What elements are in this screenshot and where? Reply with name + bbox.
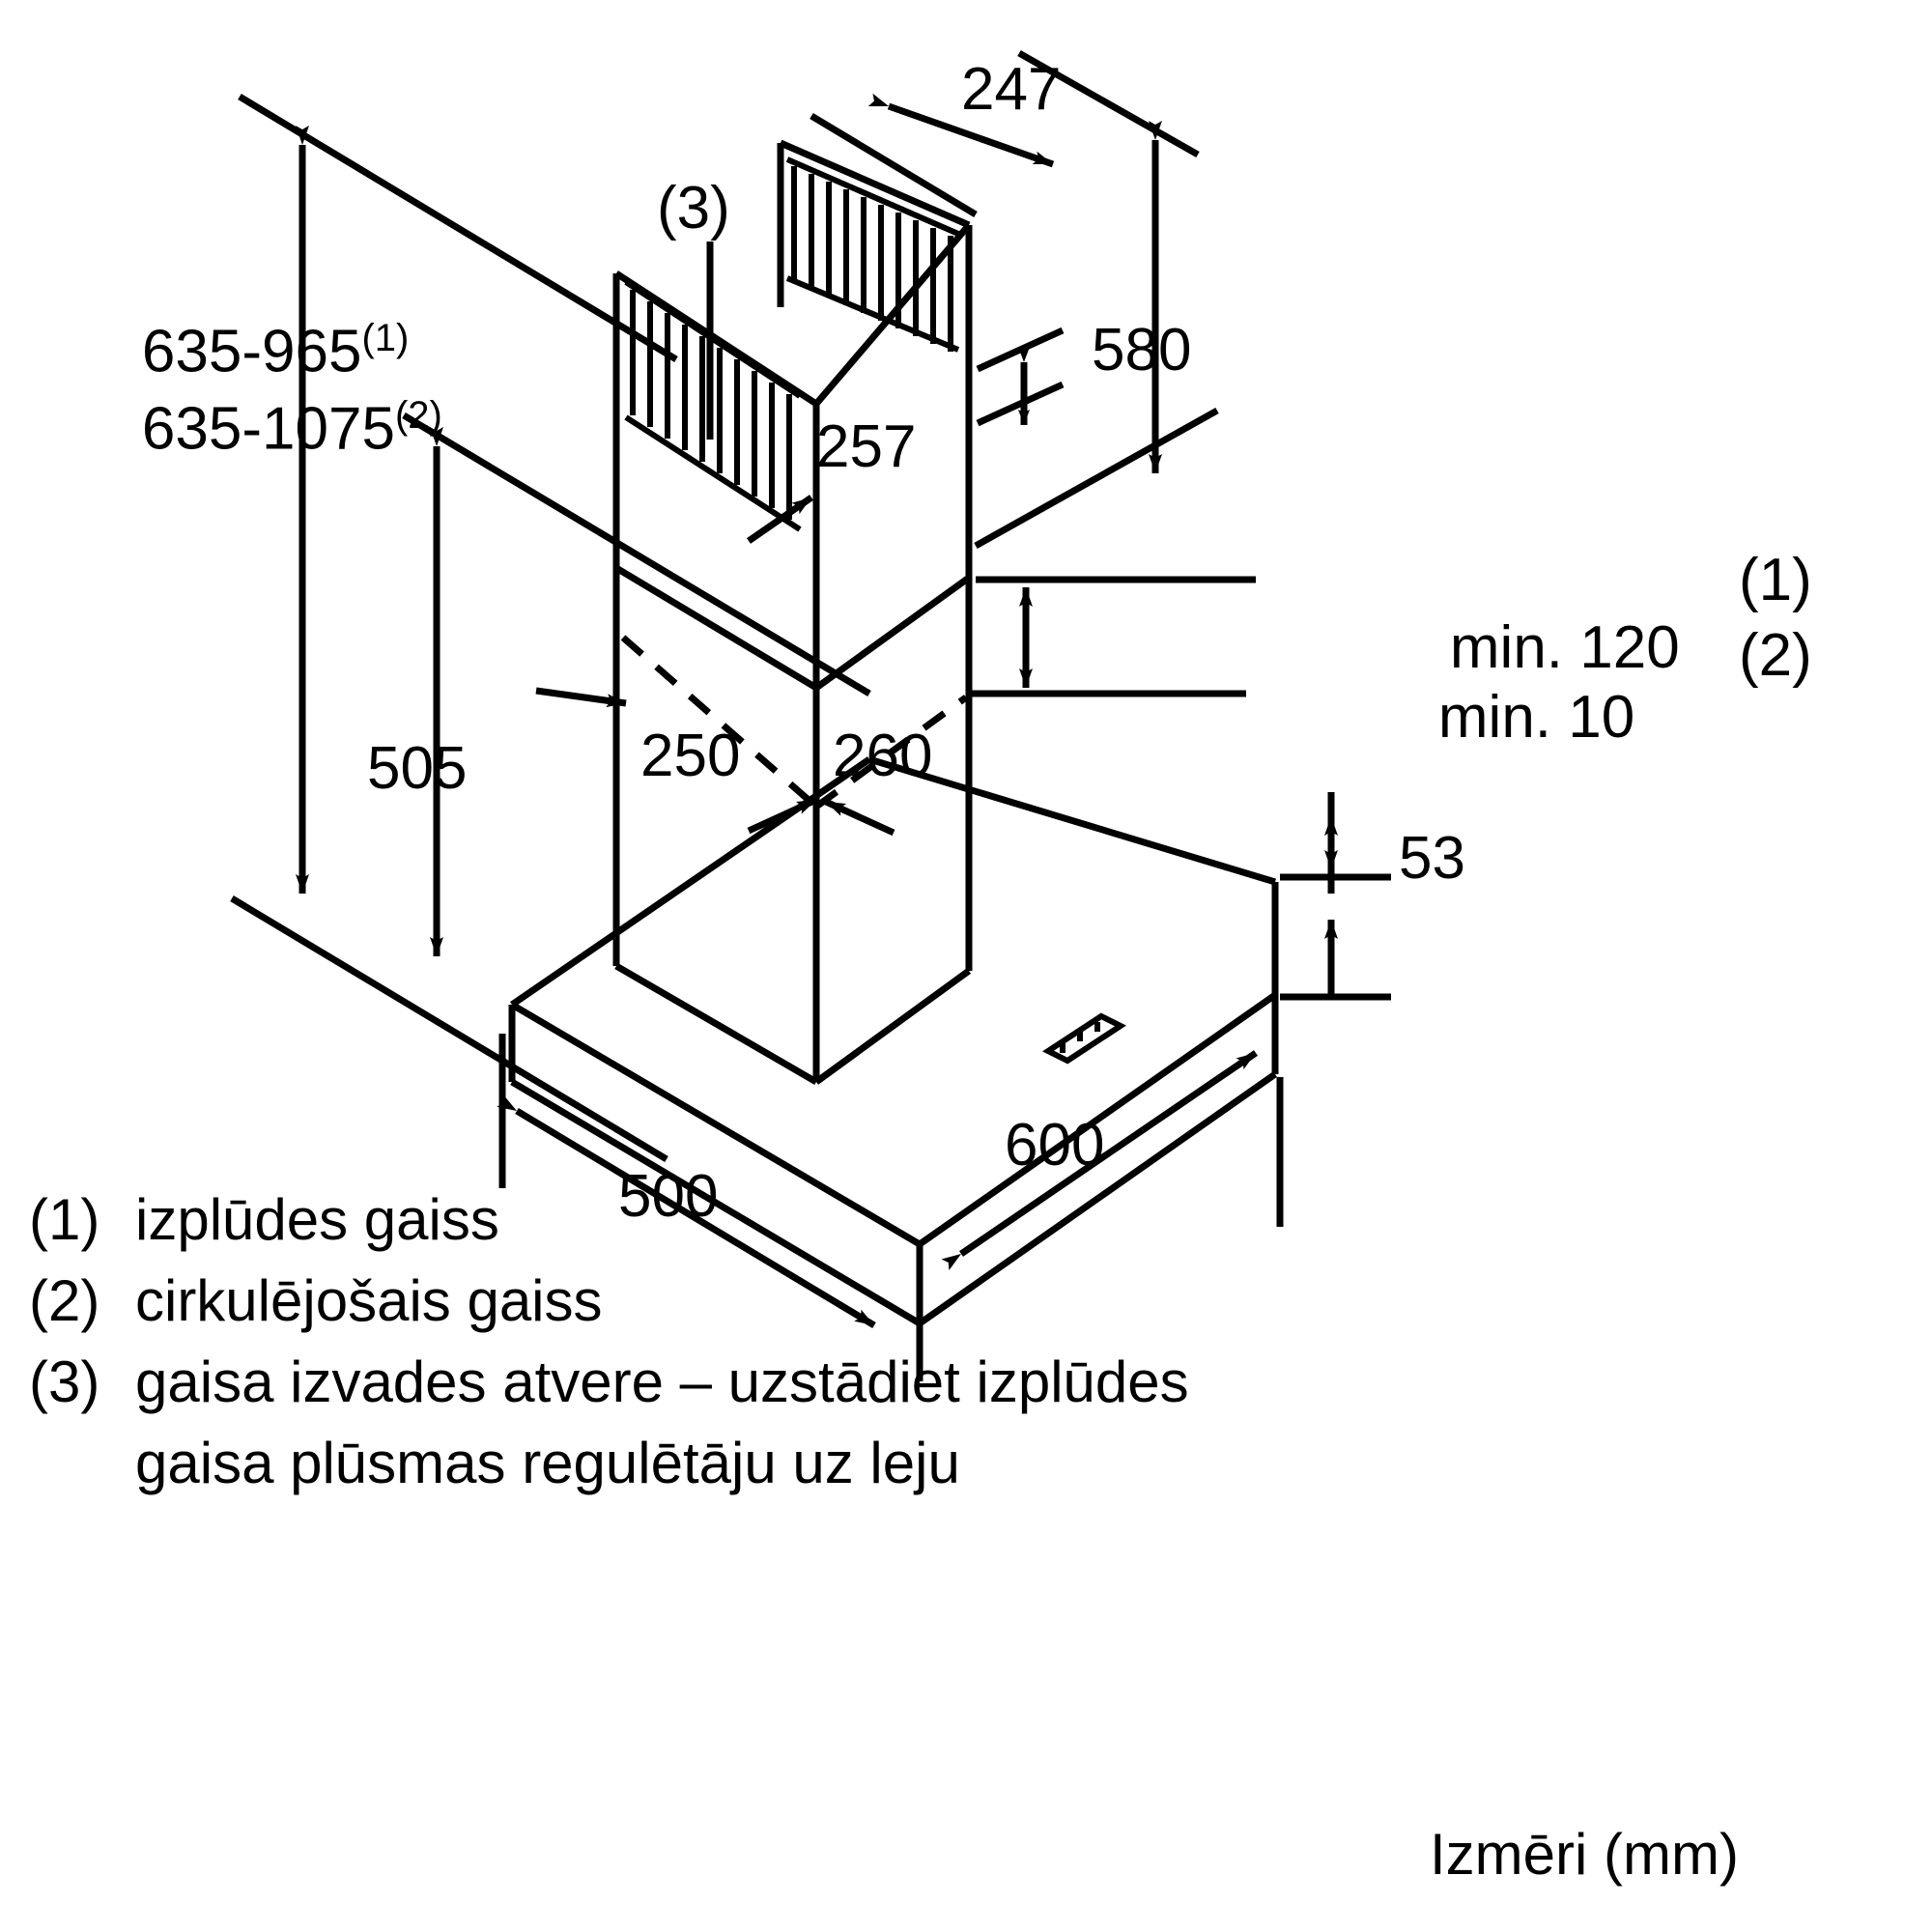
dim-line-500 [497,1094,876,1329]
dim-label-580: 580 [1092,317,1192,384]
legend-item-1-num: (1) [29,1187,100,1252]
vent-grille-upper-bottom-edge [785,275,960,353]
dim-label-min-120: min. 120 [1449,614,1680,681]
dim-arrow-260-bottom [824,798,895,837]
ext-line-height-bottom [230,895,668,1163]
vent-grille-upper [791,166,953,352]
dim-arrow-250 [535,687,627,708]
canopy-rear-right-edge [867,755,1277,886]
hidden-line-right [813,695,969,810]
legend-item-2-num: (2) [29,1268,100,1333]
chimney-division-right [813,575,972,691]
dim-label-247: 247 [961,56,1062,123]
legend-item-3-text: gaisa izvades atvere – uzstādiet izplūde… [135,1350,1189,1414]
dim-line-600 [941,1050,1258,1271]
dim-label-505: 505 [367,735,468,802]
chimney-top-right-slant [813,222,972,407]
callout-label-3: (3) [657,175,730,242]
legend-item-3-continued: gaisa plūsmas regulētāju uz leju [29,1430,960,1496]
dim-label-257: 257 [816,413,917,480]
vent-grille-front-bottom-edge [624,414,802,532]
legend-item-3: (3) gaisa izvades atvere – uzstādiet izp… [29,1349,1189,1415]
legend-item-1: (1) izplūdes gaiss [29,1186,499,1253]
vent-grille-upper-top-edge [785,156,960,237]
ext-line-257a [976,327,1065,373]
hood-body-outline [508,139,1279,1327]
dim-arrow-250-bottom [747,796,818,835]
ext-line-247-right [1017,49,1200,158]
chimney-division-front [614,564,818,692]
legend-item-2-text: cirkulējošais gaiss [135,1268,603,1333]
legend-item-4-text: gaisa plūsmas regulētāju uz leju [135,1431,960,1495]
ext-line-height-top [238,94,678,362]
ext-line-505-top [402,412,871,697]
units-label: Izmēri (mm) [1430,1822,1739,1887]
ext-line-247-left [810,112,978,218]
legend-item-3-num: (3) [29,1350,100,1414]
dim-label-600: 600 [1005,1112,1105,1179]
chimney-bottom-right-edge [813,968,972,1085]
dim-label-height-range-1: 635-965(1) [141,317,410,385]
ext-line-257b [976,381,1065,427]
dim-line-247 [867,93,1055,168]
control-panel [1041,1012,1127,1065]
legend-item-1-text: izplūdes gaiss [135,1187,499,1252]
upper-chimney-top-slant [779,139,971,229]
dim-label-260: 260 [833,723,933,789]
dim-arrow-257 [747,495,813,544]
dim-label-min-10: min. 10 [1437,684,1635,751]
dim-label-53: 53 [1399,825,1465,892]
vent-grille-front [630,290,792,520]
dimension-lines [230,49,1391,1381]
dim-label-500: 500 [618,1163,719,1230]
dim-label-250: 250 [640,723,741,789]
dim-note-min-10: (2) [1739,622,1812,689]
legend-item-2: (2) cirkulējošais gaiss [29,1267,603,1334]
dim-label-height-range-2: 635-1075(2) [141,394,442,463]
dim-note-min-120: (1) [1739,547,1812,613]
ext-line-580-bottom [974,407,1219,550]
chimney-bottom-front-edge [614,962,818,1086]
